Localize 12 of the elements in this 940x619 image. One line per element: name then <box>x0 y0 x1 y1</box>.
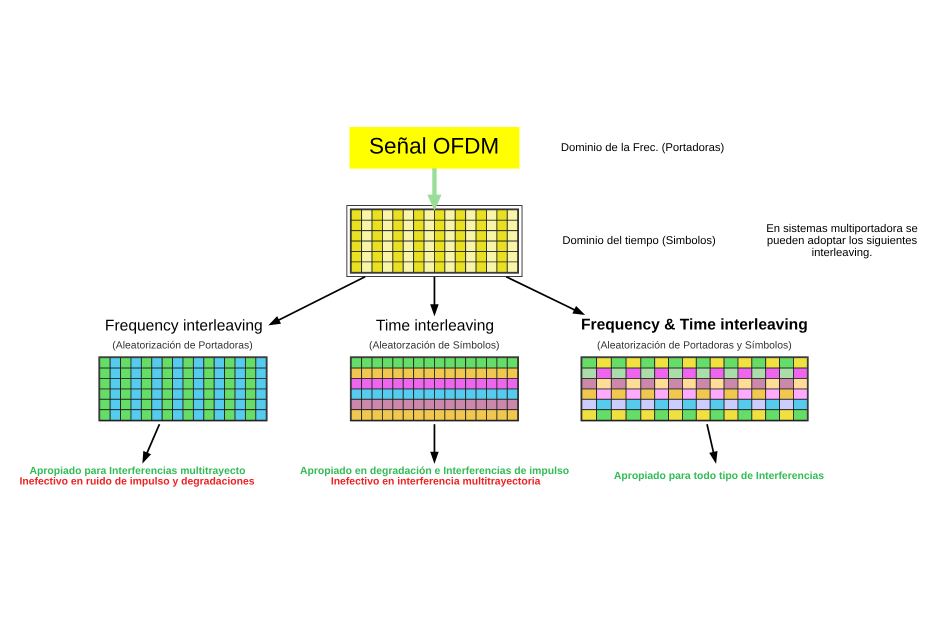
label: Dominio del tiempo (Simbolos) <box>562 234 716 247</box>
node-label: Time interleaving <box>376 316 494 334</box>
label: En sistemas multiportadora se pueden adoptar los siguientes interleaving. <box>766 222 918 259</box>
node-text: Apropiado para todo tipo de Interferencias <box>614 470 824 482</box>
node-text: Apropiado para Interferencias multitrayecto Inefectivo en ruido de impulso y degradaciones <box>20 465 255 487</box>
node-text: Apropiado en degradación e Interferencias de impulso Inefectivo en interferencia multitrayectoria <box>300 465 570 487</box>
node-label: (Aleatorización de Portadoras y Símbolos) <box>597 340 792 352</box>
node-label: (Aleatorización de Portadoras) <box>112 340 253 352</box>
node-label: (Aleatorzación de Símbolos) <box>368 340 500 352</box>
node-label: Frequency interleaving <box>104 316 263 334</box>
node-label: Frequency & Time interleaving <box>580 316 808 333</box>
label: Dominio de la Frec. (Portadoras) <box>560 141 724 154</box>
